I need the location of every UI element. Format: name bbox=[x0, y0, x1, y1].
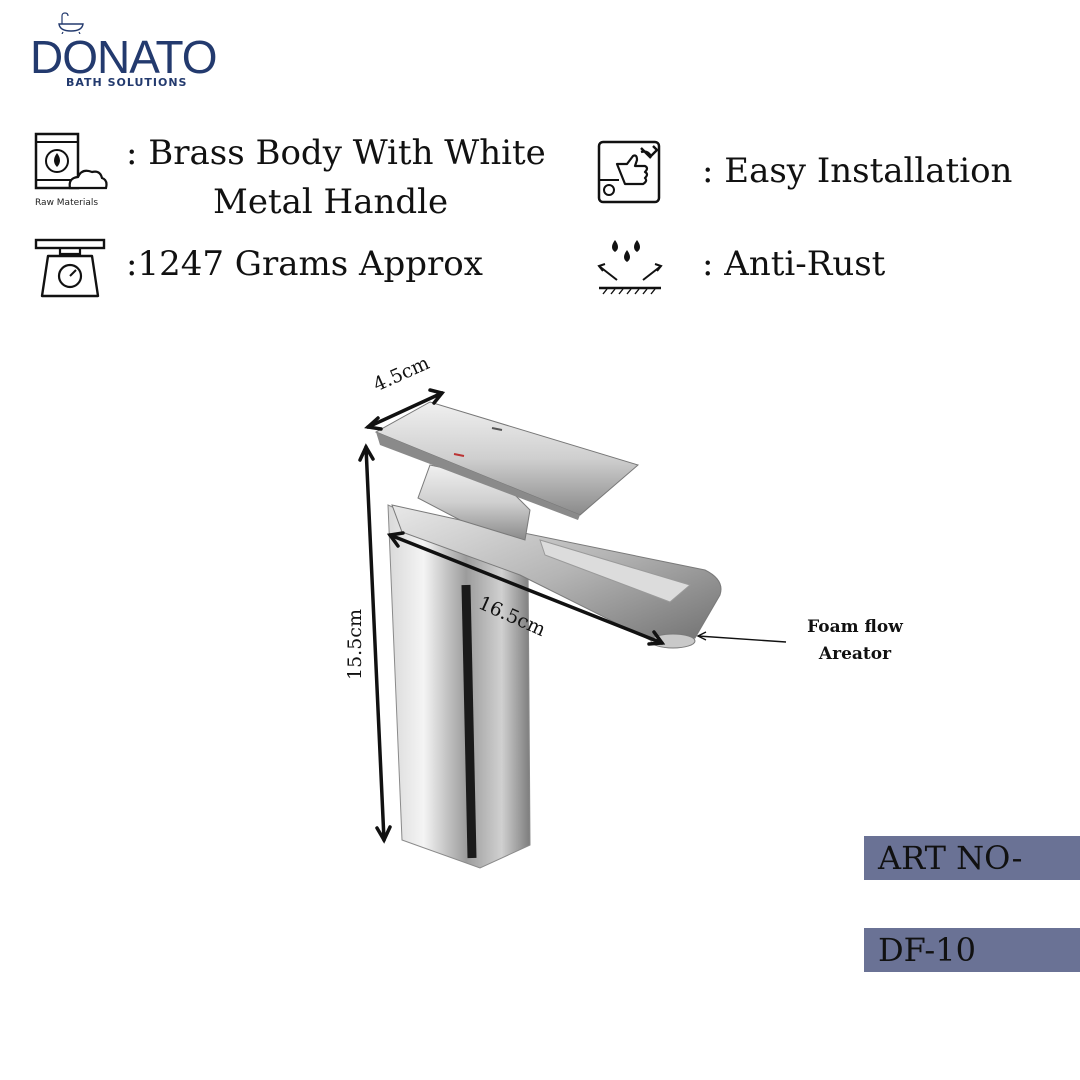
weight-text: :1247 Grams Approx bbox=[126, 244, 483, 284]
article-label: ART NO- bbox=[864, 836, 1080, 880]
height-dimension-label: 15.5cm bbox=[344, 609, 366, 680]
anti-rust-text: : Anti-Rust bbox=[702, 244, 886, 284]
aerator-annotation: Foam flow Areator bbox=[790, 614, 920, 668]
material-text: : Brass Body With White bbox=[126, 133, 546, 173]
raw-materials-icon bbox=[34, 132, 108, 190]
weighing-scale-icon bbox=[34, 238, 106, 298]
brand-tagline: BATH SOLUTIONS bbox=[66, 76, 188, 89]
aerator-annotation-line2: Areator bbox=[818, 644, 892, 665]
brand-logo: DONATO bbox=[30, 31, 218, 83]
anti-rust-icon bbox=[597, 240, 663, 295]
faucet-illustration bbox=[374, 401, 722, 869]
installation-text: : Easy Installation bbox=[702, 151, 1013, 191]
aerator-annotation-line1: Foam flow bbox=[807, 617, 903, 637]
easy-installation-icon bbox=[597, 140, 661, 204]
raw-materials-caption: Raw Materials bbox=[35, 198, 99, 208]
material-text-line2: Metal Handle bbox=[213, 182, 449, 222]
bathtub-logo-icon bbox=[58, 12, 84, 34]
article-number: DF-10 bbox=[864, 928, 1080, 972]
